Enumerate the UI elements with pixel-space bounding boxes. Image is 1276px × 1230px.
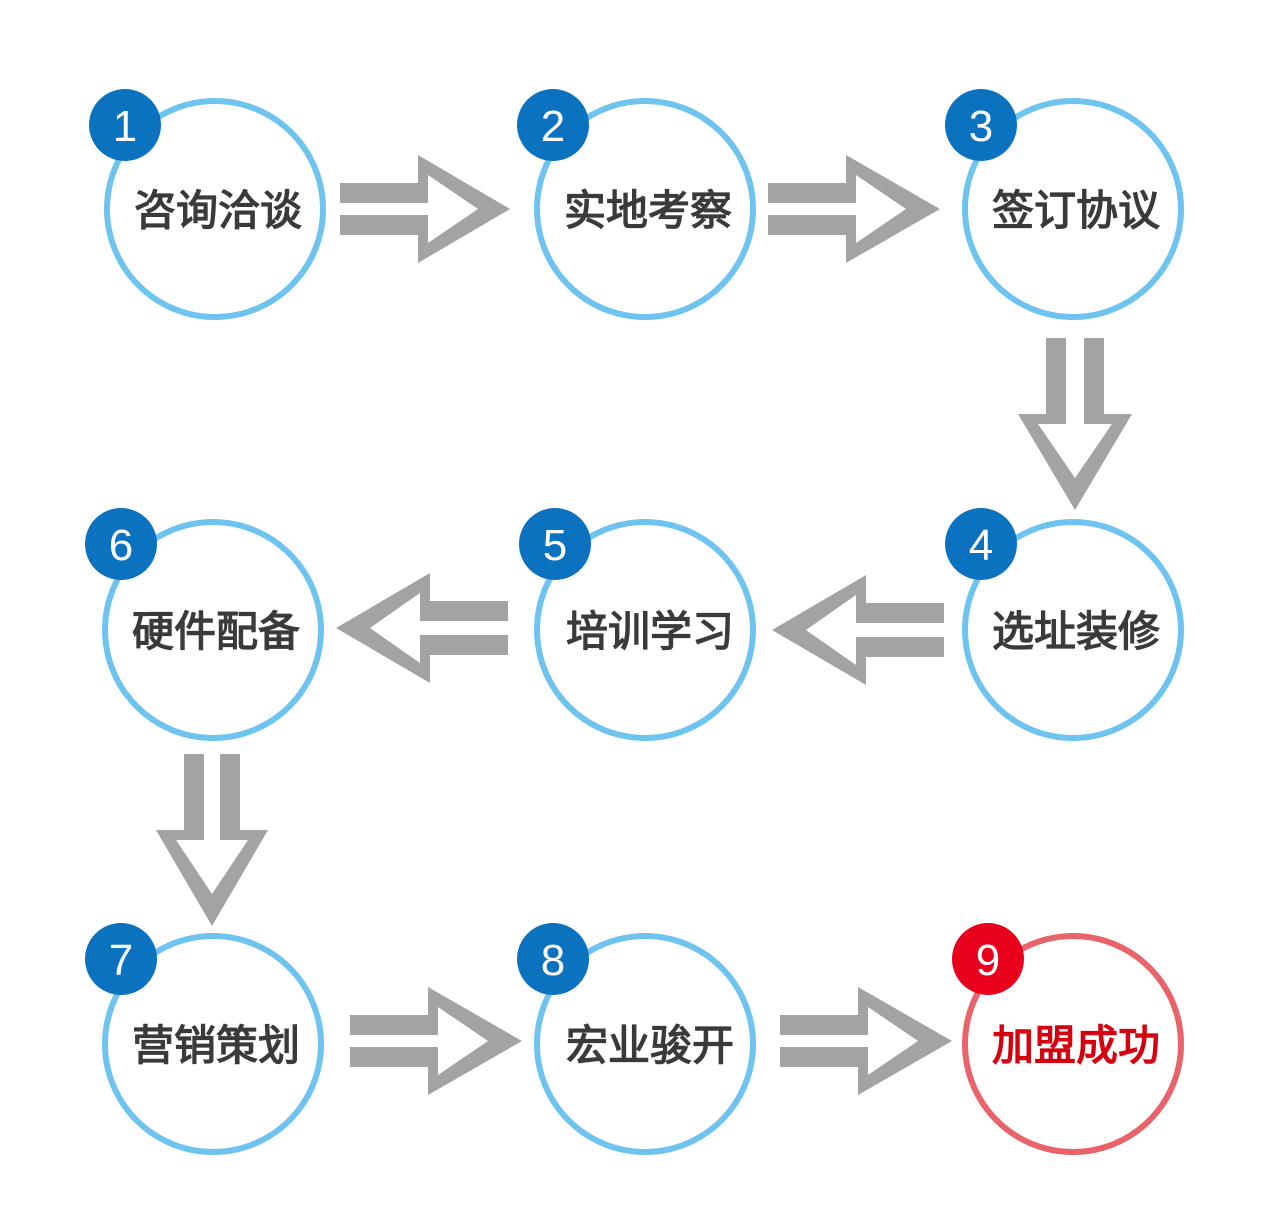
step-number-badge — [519, 508, 591, 580]
step-number-badge — [89, 89, 161, 161]
arrow-down-icon — [1018, 338, 1132, 510]
step-4: 4 选址装修 — [945, 508, 1184, 741]
step-9: 9 加盟成功 — [952, 923, 1184, 1155]
step-number: 4 — [969, 521, 993, 570]
step-number-badge — [517, 89, 589, 161]
step-number: 7 — [109, 936, 133, 985]
step-label: 宏业骏开 — [566, 1021, 734, 1070]
arrow-right-icon — [780, 987, 952, 1095]
flow-arrows — [156, 155, 1132, 1095]
step-ring — [102, 519, 324, 741]
step-label: 培训学习 — [566, 607, 734, 656]
arrow-down-icon — [156, 754, 268, 926]
step-label: 营销策划 — [132, 1021, 300, 1070]
step-ring — [534, 519, 756, 741]
arrow-right-icon — [768, 155, 940, 263]
step-label: 硬件配备 — [132, 607, 301, 656]
step-ring — [962, 519, 1184, 741]
step-number: 5 — [543, 521, 567, 570]
step-ring — [534, 933, 756, 1155]
step-number: 1 — [113, 102, 137, 151]
step-ring — [104, 98, 326, 320]
step-label: 选址装修 — [992, 607, 1161, 656]
arrow-left-icon — [336, 573, 508, 683]
step-number: 2 — [541, 102, 565, 151]
step-ring — [962, 933, 1184, 1155]
step-ring — [962, 98, 1184, 320]
step-ring — [102, 933, 324, 1155]
step-label: 签订协议 — [992, 186, 1161, 235]
arrow-left-icon — [772, 575, 944, 685]
step-number-badge — [952, 923, 1024, 995]
step-label: 加盟成功 — [992, 1021, 1160, 1070]
step-7: 7 营销策划 — [85, 923, 324, 1155]
step-number-badge — [85, 508, 157, 580]
step-number: 8 — [541, 936, 565, 985]
step-number-badge — [85, 923, 157, 995]
step-label: 咨询洽谈 — [134, 186, 303, 235]
step-number-badge — [517, 923, 589, 995]
step-3: 3 签订协议 — [945, 89, 1184, 320]
step-5: 5 培训学习 — [519, 508, 756, 741]
step-2: 2 实地考察 — [517, 89, 756, 320]
step-6: 6 硬件配备 — [85, 508, 324, 741]
step-label: 实地考察 — [564, 186, 732, 235]
step-number: 3 — [969, 102, 993, 151]
arrow-right-icon — [350, 987, 522, 1095]
step-number-badge — [945, 89, 1017, 161]
step-8: 8 宏业骏开 — [517, 923, 756, 1155]
arrow-right-icon — [340, 155, 510, 263]
step-ring — [534, 98, 756, 320]
step-number-badge — [945, 508, 1017, 580]
step-number: 6 — [109, 521, 133, 570]
step-number: 9 — [976, 936, 1000, 985]
step-1: 1 咨询洽谈 — [89, 89, 326, 320]
